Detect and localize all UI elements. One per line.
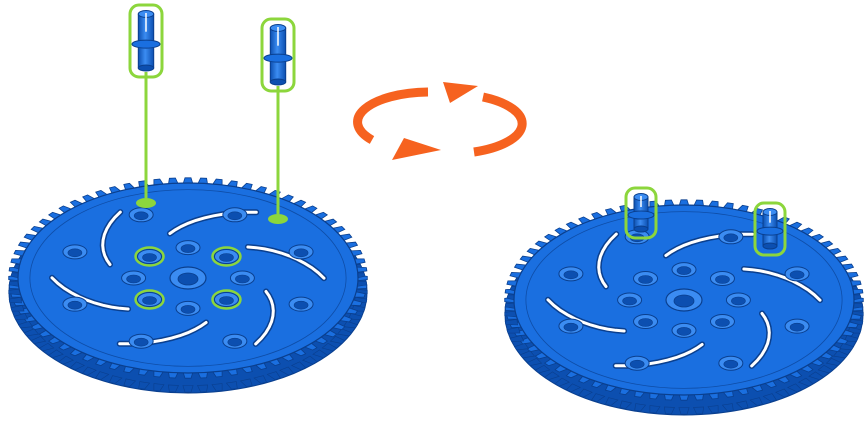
gear-hole-inner	[181, 305, 195, 313]
gear-hole-inner	[134, 212, 148, 220]
gear-hole-inner	[134, 338, 148, 346]
gear-hole-inner	[564, 323, 578, 331]
gear-hole-inner	[181, 245, 195, 253]
panel-before	[9, 5, 368, 393]
gear-hole-inner	[228, 212, 242, 220]
rotate-arrow-icon	[358, 82, 523, 160]
pin-tip	[270, 79, 285, 85]
pin-flange	[264, 54, 292, 62]
gear-hole-inner	[790, 271, 804, 279]
gear-hole-inner	[68, 249, 82, 257]
gear-tooth-side	[679, 408, 689, 415]
pin-target-mark	[268, 214, 288, 224]
gear-hole-inner	[228, 338, 242, 346]
gear-hole-inner	[731, 297, 745, 305]
gear-hole-inner	[294, 301, 308, 309]
pin-flange	[628, 211, 654, 219]
gear-hole-inner	[639, 276, 653, 284]
gear-hole-inner	[235, 275, 249, 283]
gear-hole-inner	[715, 318, 729, 326]
pin-flange	[757, 227, 783, 235]
gear-hole-inner	[294, 249, 308, 257]
gear-hub-hole	[178, 273, 198, 285]
gear-hole-inner	[724, 360, 738, 368]
gear-hole-inner	[143, 296, 157, 304]
gear-hole-inner	[623, 297, 637, 305]
pin-flange	[132, 40, 160, 48]
connector-pin-icon	[130, 5, 162, 77]
gear-hole-inner	[127, 275, 141, 283]
gear-hole-inner	[564, 271, 578, 279]
pin-tip	[138, 65, 153, 71]
gear-hub-hole	[674, 295, 694, 307]
gear-hole-inner	[724, 234, 738, 242]
gear-hole-inner	[68, 301, 82, 309]
pin-tip	[763, 243, 777, 249]
gear-hole-inner	[630, 360, 644, 368]
gear-hole-inner	[677, 327, 691, 335]
gear-hole-inner	[715, 276, 729, 284]
gear-hole-inner	[219, 296, 233, 304]
gear-icon	[9, 178, 368, 393]
gear-hole-inner	[639, 318, 653, 326]
panel-after	[505, 188, 864, 415]
gear-hole-inner	[677, 267, 691, 275]
gear-tooth-side	[183, 386, 193, 393]
pin-tip	[634, 226, 648, 232]
gear-icon	[505, 200, 864, 415]
pin-target-mark	[136, 198, 156, 208]
gear-hole-inner	[143, 254, 157, 262]
gear-hole-inner	[790, 323, 804, 331]
gear-hole-inner	[219, 254, 233, 262]
connector-pin-icon	[262, 19, 294, 91]
